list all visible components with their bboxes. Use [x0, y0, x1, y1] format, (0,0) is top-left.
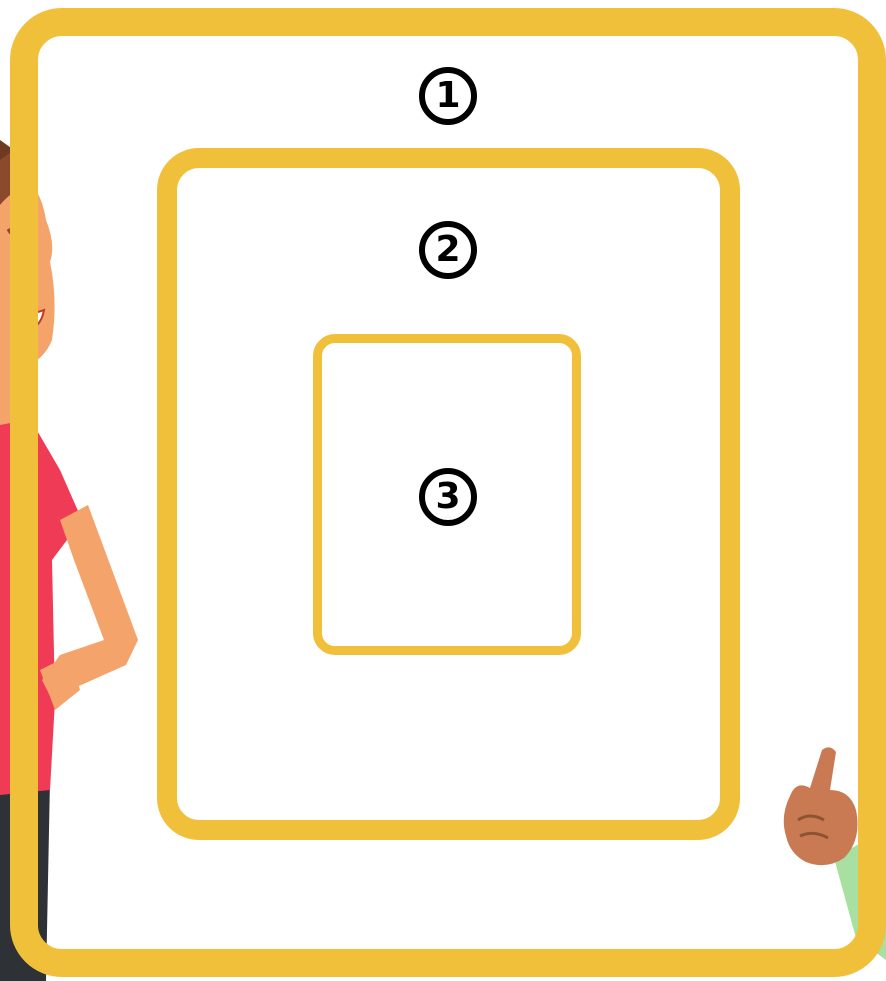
label-middle: 2 [419, 221, 477, 279]
label-inner: 3 [419, 468, 477, 526]
label-outer: 1 [419, 67, 477, 125]
